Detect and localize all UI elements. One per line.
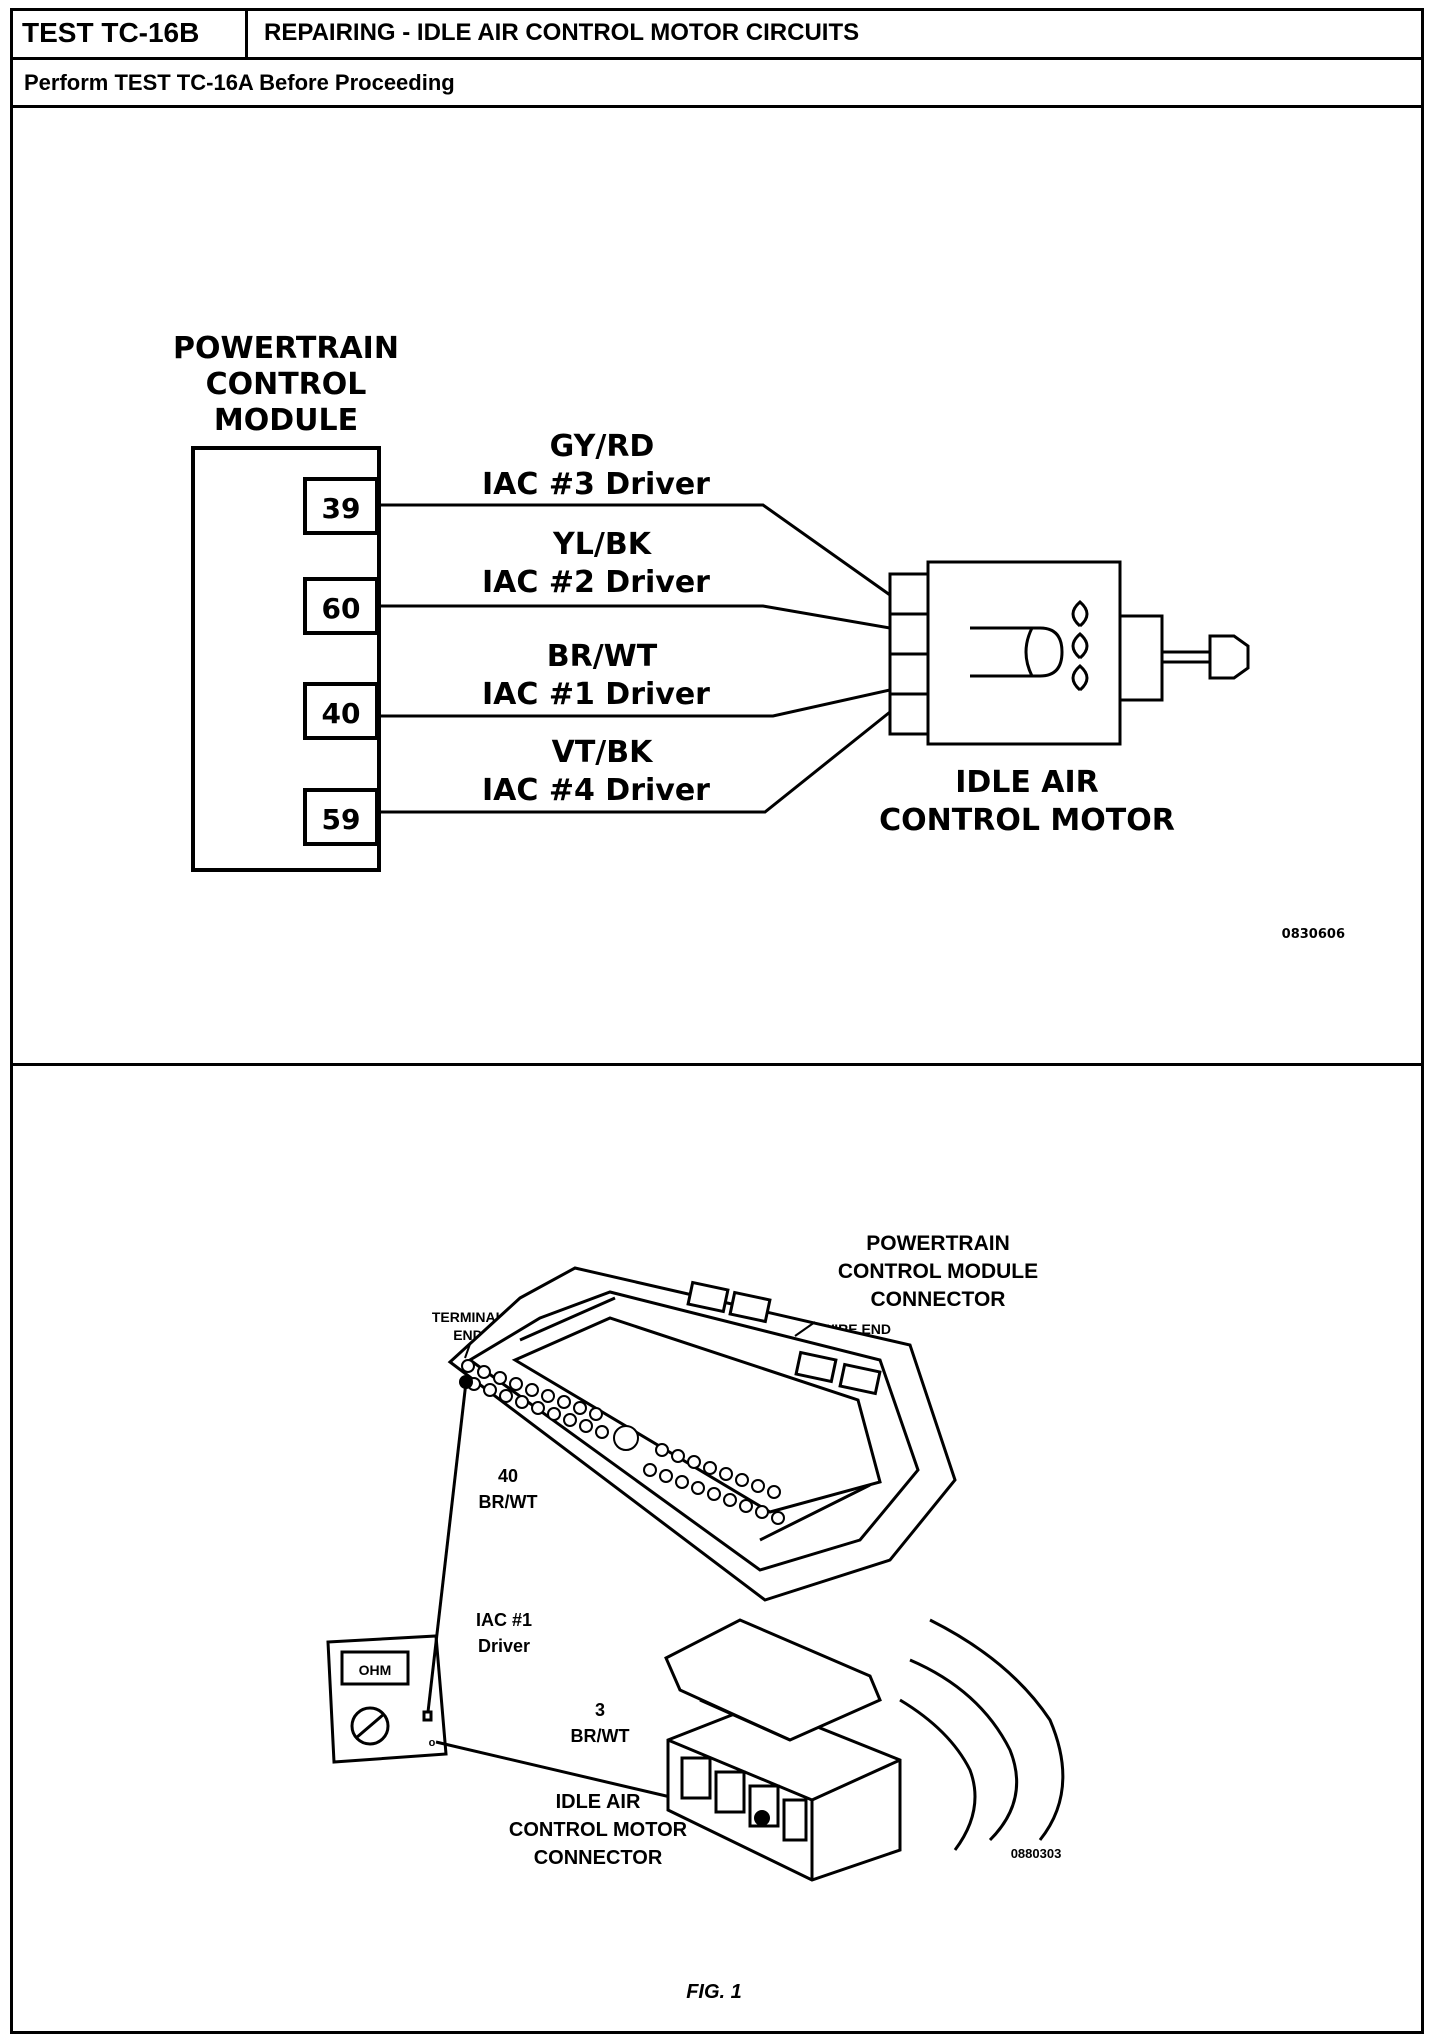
figure-ref-code: 0880303 xyxy=(1011,1846,1062,1861)
pin-box-40 xyxy=(303,682,379,740)
page-frame xyxy=(10,8,1424,2034)
prerequisite-note: Perform TEST TC-16A Before Proceeding xyxy=(10,60,1424,108)
connector-latch-2 xyxy=(728,1290,772,1324)
circuit-label-line-2: Driver xyxy=(478,1636,530,1656)
pcm-module-box xyxy=(191,446,381,872)
motor-connector-label-line-3: CONNECTOR xyxy=(534,1847,663,1869)
connector-latch-3 xyxy=(794,1350,838,1384)
section-divider xyxy=(10,1063,1424,1066)
wire-color-gy-rd: GY/RD xyxy=(550,429,655,464)
ohmmeter xyxy=(326,1634,448,1764)
wire-color-vt-bk: VT/BK xyxy=(552,735,655,770)
wire-br-wt xyxy=(377,688,891,718)
wire-vt-bk xyxy=(377,710,891,814)
idle-air-control-motor xyxy=(888,560,1250,746)
wire-circuit-iac3: IAC #3 Driver xyxy=(482,467,710,502)
wire-color-yl-bk: YL/BK xyxy=(552,527,653,562)
motor-cavity-1 xyxy=(680,1756,712,1800)
pin-box-59 xyxy=(303,788,379,846)
harness-wire-2 xyxy=(909,1658,1019,1842)
pin-label-40: 40 xyxy=(322,697,361,730)
pin-40-label-line-2: BR/WT xyxy=(479,1492,538,1512)
pin-40-label-line-1: 40 xyxy=(498,1466,518,1486)
meter-display xyxy=(340,1650,410,1686)
pcm-connector-label-line-1: POWERTRAIN xyxy=(866,1232,1010,1255)
meter-display-text: OHM xyxy=(359,1662,392,1678)
motor-cavity-4 xyxy=(782,1798,808,1842)
motor-connector-latch xyxy=(664,1618,882,1742)
harness-wire-1 xyxy=(929,1618,1065,1841)
connector-latch-4 xyxy=(838,1362,882,1396)
motor-pin-label-line-1: 3 xyxy=(595,1700,605,1720)
pcm-connector-label-line-3: CONNECTOR xyxy=(871,1288,1006,1311)
motor-pintle xyxy=(1208,634,1250,680)
iac-motor-connector-drawing xyxy=(664,1618,1065,1882)
harness-wire-3 xyxy=(899,1698,977,1851)
motor-housing xyxy=(926,560,1122,746)
motor-wire-loop xyxy=(970,626,1064,678)
schematic-ref-code: 0830606 xyxy=(1282,927,1345,942)
pin-label-59: 59 xyxy=(322,803,361,836)
motor-coil xyxy=(1071,600,1089,692)
pcm-connector-label-line-2: CONTROL MODULE xyxy=(838,1260,1038,1283)
pcm-connector-drawing xyxy=(447,1266,957,1602)
motor-pin-label-line-2: BR/WT xyxy=(571,1726,630,1746)
motor-label-line-1: IDLE AIR xyxy=(955,765,1099,800)
motor-label-line-2: CONTROL MOTOR xyxy=(879,803,1175,838)
circuit-label-line-1: IAC #1 xyxy=(476,1610,532,1630)
terminal-end-label-line-1: TERMINAL xyxy=(432,1309,505,1325)
figure-caption: FIG. 1 xyxy=(686,1981,742,2003)
pin-label-39: 39 xyxy=(322,492,361,525)
meter-jack-mark: o xyxy=(429,1737,436,1749)
pin-box-60 xyxy=(303,577,379,635)
motor-cavity-2 xyxy=(714,1770,746,1814)
motor-connector-label-line-2: CONTROL MOTOR xyxy=(509,1819,688,1841)
test-id: TEST TC-16B xyxy=(10,8,248,57)
pcm-label-line-3: MODULE xyxy=(214,403,358,438)
connector-cavity xyxy=(511,1316,882,1514)
probe-tip-pin-3 xyxy=(754,1810,770,1826)
wire-circuit-iac1: IAC #1 Driver xyxy=(482,677,710,712)
pcm-label-line-2: CONTROL xyxy=(206,367,367,402)
motor-connector-label-line-1: IDLE AIR xyxy=(556,1791,641,1813)
wire-yl-bk xyxy=(377,604,891,630)
pcm-label-line-1: POWERTRAIN xyxy=(173,331,399,366)
wire-color-br-wt: BR/WT xyxy=(547,639,658,674)
wire-circuit-iac4: IAC #4 Driver xyxy=(482,773,710,808)
wire-gy-rd xyxy=(377,503,891,597)
test-title: REPAIRING - IDLE AIR CONTROL MOTOR CIRCU… xyxy=(264,19,860,46)
terminal-cavity-rows xyxy=(461,1359,785,1525)
test-lead-red xyxy=(426,1381,468,1713)
pin-label-60: 60 xyxy=(322,592,361,625)
wire-circuit-iac2: IAC #2 Driver xyxy=(482,565,710,600)
connector-latch-1 xyxy=(686,1280,730,1314)
motor-end-cap xyxy=(1118,614,1164,702)
header-row: TEST TC-16B REPAIRING - IDLE AIR CONTROL… xyxy=(10,8,1424,60)
